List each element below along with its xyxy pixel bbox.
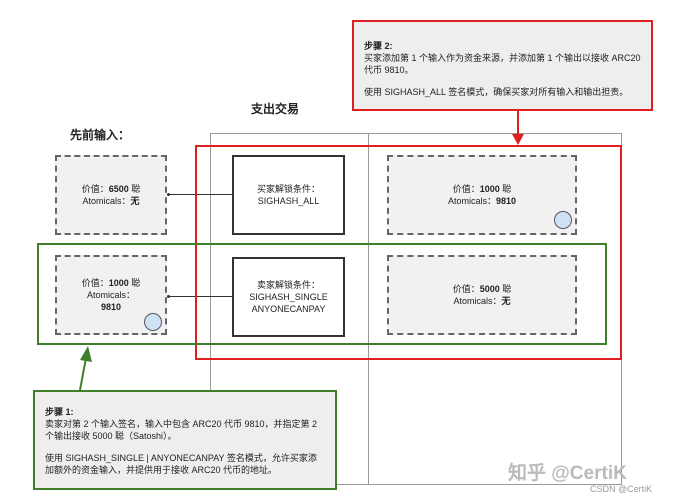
unit: 聪 xyxy=(502,184,512,194)
csdn-watermark: CSDN @CertiK xyxy=(590,484,653,494)
connector-dot xyxy=(167,295,170,298)
step-desc: 买家添加第 1 个输入作为资金来源，并添加第 1 个输出以接收 ARC20 代币… xyxy=(364,53,641,75)
value-label: 价值： xyxy=(81,184,109,194)
output-2: 价值：5000 聪 Atomicals：无 xyxy=(387,255,577,335)
value: 6500 xyxy=(108,184,129,194)
token-circle-icon xyxy=(554,211,572,229)
spend-title: 支出交易 xyxy=(250,102,299,116)
unlock-mode-2: ANYONECANPAY xyxy=(251,304,326,314)
output-1: 价值：1000 聪 Atomicals：9810 xyxy=(387,155,577,235)
value-label: 价值： xyxy=(452,284,480,294)
step-title: 步骤 2: xyxy=(364,41,393,51)
value: 5000 xyxy=(479,284,500,294)
step-title: 步骤 1: xyxy=(45,407,74,417)
connector-line xyxy=(168,194,232,195)
token-circle-icon xyxy=(144,313,162,331)
step-desc: 卖家对第 2 个输入签名，输入中包含 ARC20 代币 9810，并指定第 2 … xyxy=(45,419,318,441)
green-arrow-head-icon xyxy=(80,346,92,362)
unlock-title: 买家解锁条件： xyxy=(256,184,320,194)
atomicals-label: Atomicals： xyxy=(86,290,135,300)
buyer-highlight-box xyxy=(195,145,622,360)
unit: 聪 xyxy=(502,284,512,294)
atomicals-label: Atomicals： xyxy=(82,196,131,206)
unit: 聪 xyxy=(131,278,141,288)
connector-dot xyxy=(167,193,170,196)
atomicals-label: Atomicals： xyxy=(453,296,502,306)
atomicals-value: 无 xyxy=(501,296,511,306)
red-arrow-head-icon xyxy=(512,134,524,145)
seller-unlock-box: 卖家解锁条件： SIGHASH_SINGLE ANYONECANPAY xyxy=(232,257,345,337)
atomicals-value: 9810 xyxy=(100,302,122,312)
value-label: 价值： xyxy=(81,278,109,288)
buyer-unlock-box: 买家解锁条件： SIGHASH_ALL xyxy=(232,155,345,235)
unlock-title: 卖家解锁条件： xyxy=(256,280,320,290)
connector-line xyxy=(168,296,232,297)
atomicals-label: Atomicals： xyxy=(447,196,496,206)
seller-highlight-box xyxy=(37,243,607,345)
step-desc-2: 使用 SIGHASH_SINGLE | ANYONECANPAY 签名模式，允许… xyxy=(45,453,317,475)
prev-inputs-title: 先前输入： xyxy=(70,128,131,142)
watermark: 知乎 @CertiK xyxy=(508,463,627,484)
unit: 聪 xyxy=(131,184,141,194)
atomicals-value: 9810 xyxy=(495,196,517,206)
unlock-mode: SIGHASH_ALL xyxy=(257,196,320,206)
prev-input-1: 价值：6500 聪 Atomicals：无 xyxy=(55,155,167,235)
step-desc-2: 使用 SIGHASH_ALL 签名模式，确保买家对所有输入和输出担责。 xyxy=(364,87,629,97)
step1-note: 步骤 1: 卖家对第 2 个输入签名，输入中包含 ARC20 代币 9810，并… xyxy=(33,390,337,490)
step2-note: 步骤 2: 买家添加第 1 个输入作为资金来源，并添加第 1 个输出以接收 AR… xyxy=(352,20,653,111)
value: 1000 xyxy=(108,278,129,288)
value-label: 价值： xyxy=(452,184,480,194)
value: 1000 xyxy=(479,184,500,194)
atomicals-value: 无 xyxy=(130,196,140,206)
unlock-mode: SIGHASH_SINGLE xyxy=(249,292,328,302)
transaction-divider xyxy=(368,133,369,485)
